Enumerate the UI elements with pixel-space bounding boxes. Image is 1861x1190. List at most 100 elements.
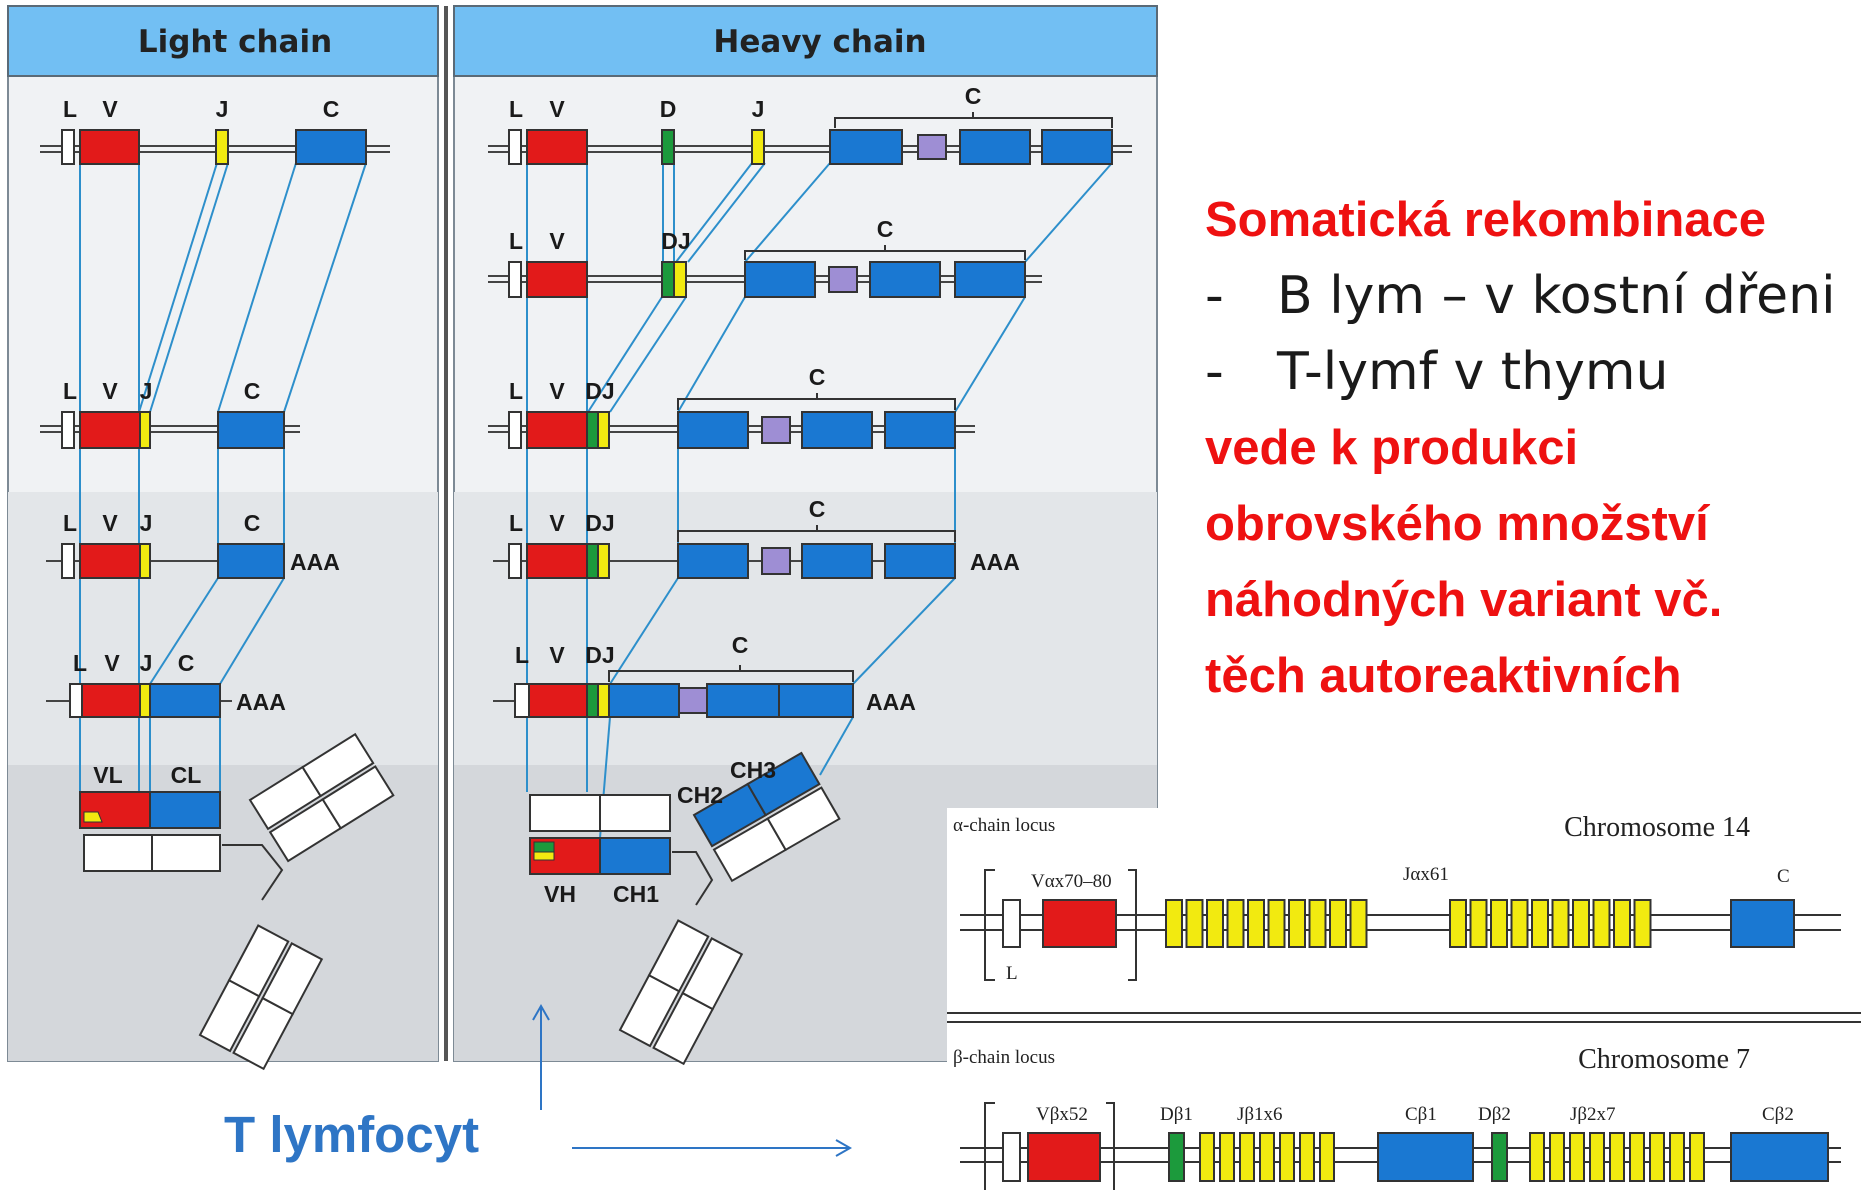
beta-c2-label: Cβ2 [1762, 1104, 1794, 1125]
heavy-label-l-2: L [509, 228, 523, 254]
heavy-label-v-5: V [549, 642, 565, 668]
light-row-germline: L V J C [40, 96, 390, 165]
heavy-poly-a-1: AAA [970, 549, 1020, 575]
beta-chromosome: Chromosome 7 [1578, 1044, 1750, 1075]
beta-j2-segments [1529, 1132, 1705, 1182]
heavy-chain-genes: L V D J C L V DJ C [488, 83, 1132, 1066]
light-poly-a-1: AAA [290, 549, 340, 575]
light-poly-a-2: AAA [236, 689, 286, 715]
heavy-label-l: L [509, 96, 523, 122]
light-chain-genes: L V J C L V J C L V J C [40, 96, 395, 1071]
beta-j1-segments [1199, 1132, 1335, 1182]
light-antibody-arms [198, 732, 395, 1071]
j-segment [1689, 1132, 1705, 1182]
domain-vh: VH [544, 881, 576, 907]
light-row-mrna: L V J C AAA [46, 650, 286, 718]
light-label-j-3: J [140, 510, 153, 536]
light-label-j-4: J [140, 650, 153, 676]
heavy-label-c-3: C [809, 364, 826, 390]
light-label-v-2: V [102, 378, 118, 404]
j-segment [1669, 1132, 1685, 1182]
j-segment [1609, 1132, 1625, 1182]
heavy-label-dj-4: DJ [585, 510, 614, 536]
domain-ch2: CH2 [677, 782, 723, 808]
light-label-c-3: C [244, 510, 261, 536]
light-label-c: C [323, 96, 340, 122]
j-segment [1569, 1132, 1585, 1182]
j-segment [1226, 899, 1245, 948]
heavy-label-d: D [660, 96, 677, 122]
light-label-l-2: L [63, 378, 77, 404]
j-segment [1185, 899, 1204, 948]
beta-d2-label: Dβ2 [1478, 1104, 1511, 1125]
heavy-label-l-3: L [509, 378, 523, 404]
alpha-locus-label: α-chain locus [953, 815, 1055, 836]
j-segment [1549, 1132, 1565, 1182]
heavy-label-c-2: C [877, 216, 894, 242]
j-segment [1349, 899, 1368, 948]
j-segment [1613, 899, 1631, 948]
j-segment [1165, 899, 1183, 948]
j-segment [1259, 1132, 1275, 1182]
light-label-j-2: J [140, 378, 153, 404]
j-segment [1529, 1132, 1545, 1182]
heavy-label-v: V [549, 96, 565, 122]
light-chain-title: Light chain [138, 24, 332, 60]
j-segment [1469, 899, 1488, 948]
beta-v-label: Vβx52 [1036, 1104, 1088, 1125]
alpha-j-segments [1165, 899, 1652, 948]
beta-c1-label: Cβ1 [1405, 1104, 1437, 1125]
alpha-chromosome: Chromosome 14 [1564, 812, 1750, 843]
conclusion-line-4: těch autoreaktivních [1205, 649, 1682, 703]
beta-locus-label: β-chain locus [953, 1047, 1055, 1068]
j-segment [1279, 1132, 1295, 1182]
heavy-label-c-4: C [809, 496, 826, 522]
domain-ch3: CH3 [730, 757, 776, 783]
alpha-v-label: Vαx70–80 [1031, 871, 1112, 892]
heavy-label-c-5: C [732, 632, 749, 658]
heavy-label-dj-3: DJ [585, 378, 614, 404]
arrow-up-head [532, 1003, 550, 1021]
j-segment [1267, 899, 1286, 948]
heavy-chain-title: Heavy chain [713, 24, 926, 60]
j-segment [1551, 899, 1570, 948]
light-label-l: L [63, 96, 77, 122]
light-label-l-4: L [73, 650, 87, 676]
j-segment [1219, 1132, 1235, 1182]
heavy-row-germline: L V D J C [488, 83, 1132, 165]
j-segment [1589, 1132, 1605, 1182]
j-segment [1449, 899, 1467, 948]
j-segment [1510, 899, 1529, 948]
heavy-label-c: C [965, 83, 982, 109]
light-row-transcript: L V J C AAA [46, 510, 340, 579]
domain-ch1: CH1 [613, 881, 659, 907]
alpha-l-label: L [1006, 963, 1018, 984]
conclusion-line-2: obrovského množství [1205, 497, 1709, 551]
heavy-row-transcript: L V DJ C AAA [493, 496, 1020, 579]
heavy-label-l-4: L [509, 510, 523, 536]
recombination-heading: Somatická rekombinace [1205, 193, 1767, 247]
alpha-j-label: Jαx61 [1403, 864, 1449, 885]
j-segment [1239, 1132, 1255, 1182]
beta-d1-label: Dβ1 [1160, 1104, 1193, 1125]
domain-vl: VL [93, 762, 122, 788]
j-segment [1199, 1132, 1215, 1182]
t-cell-label: T lymfocyt [224, 1106, 480, 1163]
heavy-poly-a-2: AAA [866, 689, 916, 715]
light-label-v: V [102, 96, 118, 122]
domain-cl: CL [171, 762, 202, 788]
recombination-text-block: Somatická rekombinace -B lym – v kostní … [1205, 182, 1855, 714]
arrow-right-head [835, 1139, 853, 1157]
j-segment [1490, 899, 1508, 948]
heavy-label-dj-5: DJ [585, 642, 614, 668]
conclusion-line-1: vede k produkci [1205, 421, 1579, 475]
j-segment [1649, 1132, 1665, 1182]
heavy-label-v-3: V [549, 378, 565, 404]
light-label-j: J [216, 96, 229, 122]
j-segment [1629, 1132, 1645, 1182]
tcr-loci-panel: α-chain locus Chromosome 14 Vαx70–80 Jαx… [947, 808, 1861, 1190]
j-segment [1308, 899, 1327, 948]
recombination-item-b-cells: -B lym – v kostní dřeni [1205, 266, 1836, 326]
heavy-row-dj-joined: L V DJ C [488, 216, 1042, 298]
